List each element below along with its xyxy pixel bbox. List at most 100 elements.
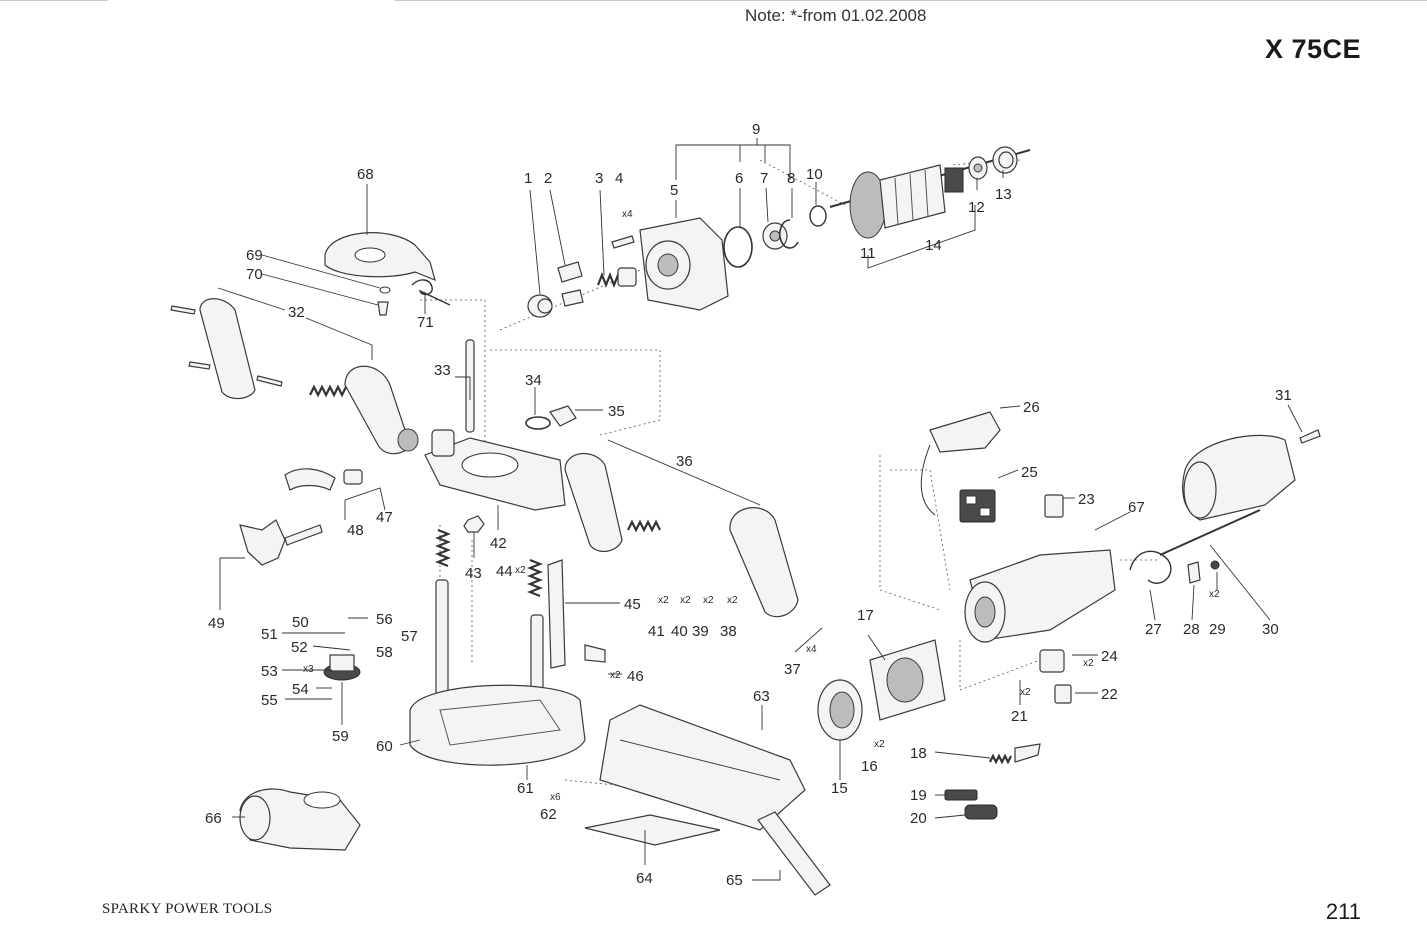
label-31: 31 — [1275, 387, 1292, 404]
part-spring-clip-71 — [411, 279, 451, 306]
part-star-knob-49 — [239, 519, 323, 566]
label-49: 49 — [208, 615, 225, 632]
label-62: 62 — [540, 806, 557, 823]
part-capacitor-25 — [959, 489, 996, 523]
leader-lines — [217, 138, 1303, 881]
part-motor-housing — [964, 549, 1116, 643]
label-40: 40 — [671, 623, 688, 640]
part-wing-screw-35 — [549, 405, 577, 427]
label-23: 23 — [1078, 491, 1095, 508]
label-35: 35 — [608, 403, 625, 420]
qty-16: x2 — [874, 739, 885, 750]
part-wing-screw-46 — [584, 644, 606, 663]
part-cover-68 — [324, 232, 436, 282]
brand-footer: SPARKY POWER TOOLS — [102, 901, 273, 917]
part-rear-cover-67 — [1182, 434, 1296, 521]
label-51: 51 — [261, 626, 278, 643]
label-34: 34 — [525, 372, 542, 389]
label-42: 42 — [490, 535, 507, 552]
model-title: X 75CE — [1264, 34, 1361, 64]
label-53: 53 — [261, 663, 278, 680]
label-10: 10 — [806, 166, 823, 183]
qty-4: x4 — [622, 209, 633, 220]
part-cable-30 — [1159, 509, 1261, 556]
part-screw-29 — [1210, 560, 1220, 570]
label-54: 54 — [292, 681, 309, 698]
label-7: 7 — [760, 170, 768, 187]
label-1: 1 — [524, 170, 532, 187]
label-50: 50 — [292, 614, 309, 631]
label-18: 18 — [910, 745, 927, 762]
label-17: 17 — [857, 607, 874, 624]
label-59: 59 — [332, 728, 349, 745]
label-56: 56 — [376, 611, 393, 628]
label-63: 63 — [753, 688, 770, 705]
label-14: 14 — [925, 237, 942, 254]
qty-41: x2 — [658, 595, 669, 606]
part-brush-22 — [1054, 684, 1072, 704]
label-71: 71 — [417, 314, 434, 331]
label-66: 66 — [205, 810, 222, 827]
part-gear-housing-5 — [639, 217, 729, 311]
label-41: 41 — [648, 623, 665, 640]
part-guide-rail-64 — [584, 814, 721, 846]
label-61: 61 — [517, 780, 534, 797]
top-rule-left — [0, 0, 108, 1]
part-dust-nozzle-66 — [239, 788, 361, 851]
part-screw-31 — [1299, 429, 1321, 444]
qty-24: x2 — [1083, 658, 1094, 669]
part-guide-fence-63 — [599, 704, 806, 831]
part-armature-11 — [829, 149, 1031, 239]
label-52: 52 — [291, 639, 308, 656]
part-cable-holder-27 — [1129, 550, 1172, 584]
label-64: 64 — [636, 870, 653, 887]
part-handle-left-32 — [199, 298, 419, 455]
part-depth-knob-59 — [323, 654, 361, 681]
label-15: 15 — [831, 780, 848, 797]
part-cable-clamp-28 — [1187, 561, 1201, 584]
qty-29: x2 — [1209, 589, 1220, 600]
label-2: 2 — [544, 170, 552, 187]
part-electronic-module-26 — [920, 411, 1001, 516]
label-9: 9 — [752, 121, 760, 138]
label-32: 32 — [288, 304, 305, 321]
label-44: 44 — [496, 563, 513, 580]
label-38: 38 — [720, 623, 737, 640]
label-22: 22 — [1101, 686, 1118, 703]
label-67: 67 — [1128, 499, 1145, 516]
part-base-casting-42 — [424, 429, 566, 511]
part-wrench-65 — [757, 811, 831, 896]
label-60: 60 — [376, 738, 393, 755]
page-number: 211 — [1325, 899, 1361, 924]
label-29: 29 — [1209, 621, 1226, 638]
revision-note: Note: *-from 01.02.2008 — [745, 6, 927, 25]
label-6: 6 — [735, 170, 743, 187]
label-36: 36 — [676, 453, 693, 470]
top-rule-right — [395, 0, 1427, 1]
label-46: 46 — [627, 668, 644, 685]
label-55: 55 — [261, 692, 278, 709]
part-fan-guard-15 — [817, 679, 863, 741]
label-45: 45 — [624, 596, 641, 613]
qty-40: x2 — [680, 595, 691, 606]
label-5: 5 — [670, 182, 678, 199]
label-11: 11 — [860, 245, 876, 262]
part-handle-right-36 — [564, 452, 799, 618]
label-13: 13 — [995, 186, 1012, 203]
label-3: 3 — [595, 170, 603, 187]
part-screw-70 — [377, 301, 389, 316]
part-nut-1 — [527, 294, 553, 318]
label-58: 58 — [376, 644, 393, 661]
label-4: 4 — [615, 170, 623, 187]
part-washer-69 — [379, 286, 391, 294]
qty-53: x3 — [303, 664, 314, 675]
part-brush-23 — [1044, 494, 1064, 518]
part-number-labels: 1 2 3 4 5 6 7 8 9 10 11 12 13 14 15 16 1… — [205, 121, 1292, 889]
part-switch-18 — [989, 743, 1041, 765]
label-47: 47 — [376, 509, 393, 526]
quantity-markers: x4 x2 x2 x2 x2 x4 x2 x2 x2 x2 x2 x2 x3 x… — [303, 209, 1220, 803]
part-baseplate-60 — [409, 684, 586, 766]
part-screws-32 — [170, 305, 283, 387]
part-switch-button-20 — [964, 804, 998, 820]
